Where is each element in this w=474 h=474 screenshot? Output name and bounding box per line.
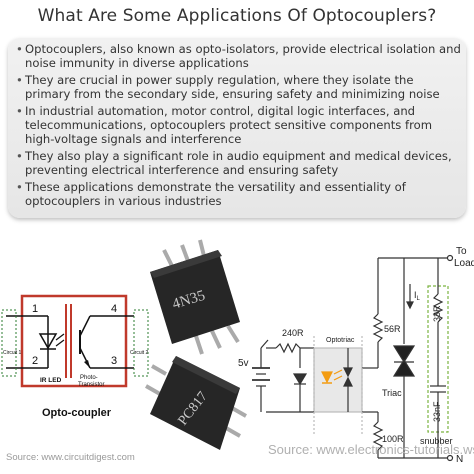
r56-label: 56R: [384, 324, 401, 334]
optocoupler-figure: 1 2 3 4 Circuit 1 Circuit 2 IR LED Photo…: [0, 236, 474, 474]
circuit1-label: Circuit 1: [3, 350, 22, 356]
bullet-item: They are crucial in power supply regulat…: [16, 73, 462, 101]
photo-label: Photo-: [80, 375, 98, 381]
voltage-label: 5v: [238, 358, 249, 369]
circuit2-label: Circuit 2: [130, 350, 149, 356]
snubber-label: snubber: [420, 436, 453, 446]
c33-label: 33nF: [432, 401, 442, 422]
pin-label: 3: [111, 355, 117, 367]
led-icon: [38, 333, 58, 350]
optotriac-label: Optotriac: [326, 337, 355, 344]
circuit1-frame: [1, 309, 17, 377]
bullet-item: They also play a significant role in aud…: [16, 149, 462, 177]
bullet-item: These applications demonstrate the versa…: [16, 180, 462, 208]
pin-label: 2: [32, 355, 38, 367]
light-arrow-icon: [55, 339, 65, 347]
page-title: What Are Some Applications Of Optocouple…: [37, 6, 437, 26]
load-label: Load: [454, 258, 474, 269]
right-labels: To Load 240R Optotriac 56R IL 5v Triac 3…: [238, 246, 474, 465]
bullet-list: Optocouplers, also known as opto-isolato…: [16, 42, 462, 213]
left-source: Source: www.circuitdigest.com: [6, 452, 135, 463]
package-outline: [20, 294, 128, 388]
neutral-label: N: [456, 454, 463, 465]
led-icon: [321, 371, 333, 384]
to-label: To: [456, 246, 467, 257]
optotriac-package: [313, 347, 363, 413]
bullet-item: In industrial automation, motor control,…: [16, 105, 462, 146]
r240-label: 240R: [282, 328, 304, 338]
pin-label: 1: [32, 303, 38, 315]
r100-label: 100R: [382, 434, 404, 444]
il-label: IL: [414, 290, 421, 302]
circuit2-frame: [133, 309, 149, 377]
chip-pc817: PC817: [145, 356, 247, 450]
chip-body: [150, 250, 240, 344]
pin-label: 4: [111, 303, 117, 315]
triac-label: Triac: [382, 388, 402, 398]
transistor-label: Transistor: [78, 382, 104, 388]
ir-led-label: IR LED: [40, 377, 62, 384]
light-arrow-icon: [55, 333, 65, 341]
chip-4n35: 4N35: [150, 239, 240, 355]
optocoupler-schematic: 1 2 3 4 Circuit 1 Circuit 2 IR LED Photo…: [1, 294, 149, 463]
bullet-item: Optocouplers, also known as opto-isolato…: [16, 42, 462, 70]
optotriac-circuit: [252, 254, 454, 462]
right-source: Source: www.electronics-tutorials.ws: [268, 442, 474, 457]
r33-label: 33R: [432, 305, 442, 322]
optocoupler-caption: Opto-coupler: [42, 407, 112, 419]
figure-svg: 1 2 3 4 Circuit 1 Circuit 2 IR LED Photo…: [1, 239, 474, 465]
